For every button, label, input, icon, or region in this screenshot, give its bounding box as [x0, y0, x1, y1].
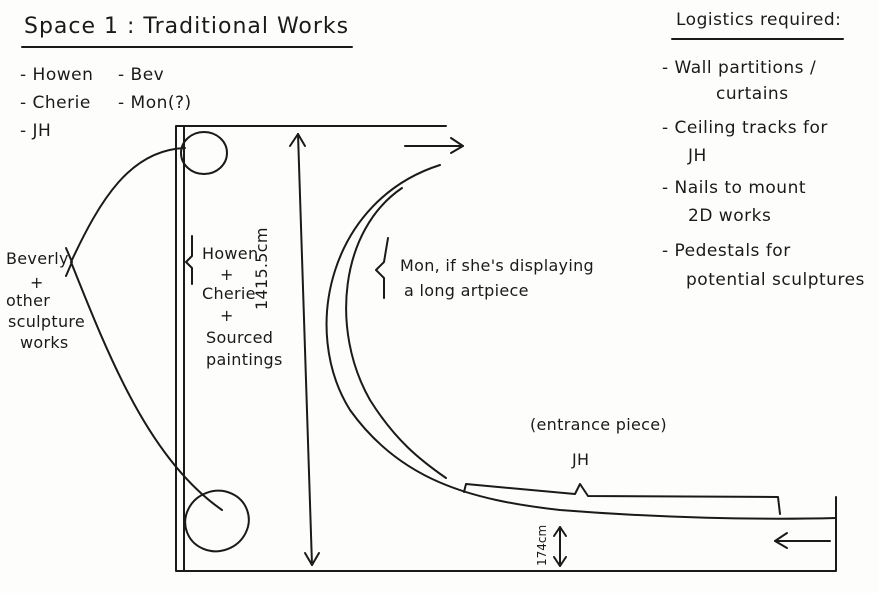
- label-beverly-sculpture: sculpture: [8, 312, 86, 331]
- howen-brace: [185, 235, 193, 285]
- page-title: Space 1 : Traditional Works: [24, 14, 350, 39]
- artist-cherie: - Cherie: [20, 93, 91, 113]
- label-mon-line-2: a long artpiece: [404, 281, 529, 300]
- artist-howen: - Howen: [20, 65, 94, 85]
- entrance-brace: [463, 483, 781, 515]
- label-sourced: Sourced: [206, 328, 274, 347]
- length-dimension-line: [297, 133, 313, 566]
- width-arrow-top: [553, 526, 567, 537]
- length-arrow-bottom: [304, 552, 320, 566]
- label-entrance-jh: JH: [572, 450, 590, 469]
- logistics-item-3-line-2: 2D works: [688, 206, 772, 226]
- label-entrance-piece: (entrance piece): [530, 415, 667, 434]
- artist-jh: - JH: [20, 121, 52, 141]
- label-cherie: Cherie: [202, 284, 256, 303]
- beverly-brace: [65, 247, 73, 277]
- logistics-heading: Logistics required:: [676, 10, 842, 30]
- label-howen-plus-1: +: [220, 265, 234, 284]
- curved-partition-inner: [345, 187, 447, 479]
- logistics-item-1-line-1: - Wall partitions /: [662, 58, 817, 78]
- mon-brace: [375, 237, 389, 299]
- label-howen: Howen: [202, 244, 259, 263]
- label-paintings: paintings: [206, 350, 283, 369]
- label-beverly-works: works: [20, 333, 69, 352]
- logistics-item-2-line-2: JH: [688, 146, 707, 166]
- logistics-item-4-line-1: - Pedestals for: [662, 241, 791, 261]
- length-arrow-top: [289, 133, 306, 147]
- curved-partition-outer: [325, 164, 837, 520]
- artist-bev: - Bev: [118, 65, 165, 85]
- logistics-item-1-line-2: curtains: [716, 84, 789, 104]
- length-dimension-label: 1415.5cm: [252, 227, 271, 310]
- width-dimension-label: 174cm: [535, 524, 549, 566]
- beverly-pointer: [70, 147, 223, 511]
- logistics-item-4-line-2: potential sculptures: [686, 270, 865, 290]
- label-beverly-plus: +: [30, 273, 44, 292]
- entrance-arrow-head: [774, 532, 788, 549]
- label-beverly: Beverly: [6, 249, 69, 268]
- sculpture-spot-top: [180, 131, 228, 175]
- label-mon: Mon, if she's displaying: [400, 256, 594, 275]
- label-howen-plus-2: +: [220, 306, 234, 325]
- artist-mon: - Mon(?): [118, 93, 192, 113]
- sculpture-spot-bottom: [184, 489, 250, 553]
- logistics-item-2-line-1: - Ceiling tracks for: [662, 118, 828, 138]
- room-outline: [175, 125, 837, 572]
- width-arrow-bottom: [553, 556, 567, 567]
- label-beverly-other: other: [6, 291, 51, 310]
- exit-arrow-head: [450, 137, 464, 154]
- logistics-item-3-line-1: - Nails to mount: [662, 178, 807, 198]
